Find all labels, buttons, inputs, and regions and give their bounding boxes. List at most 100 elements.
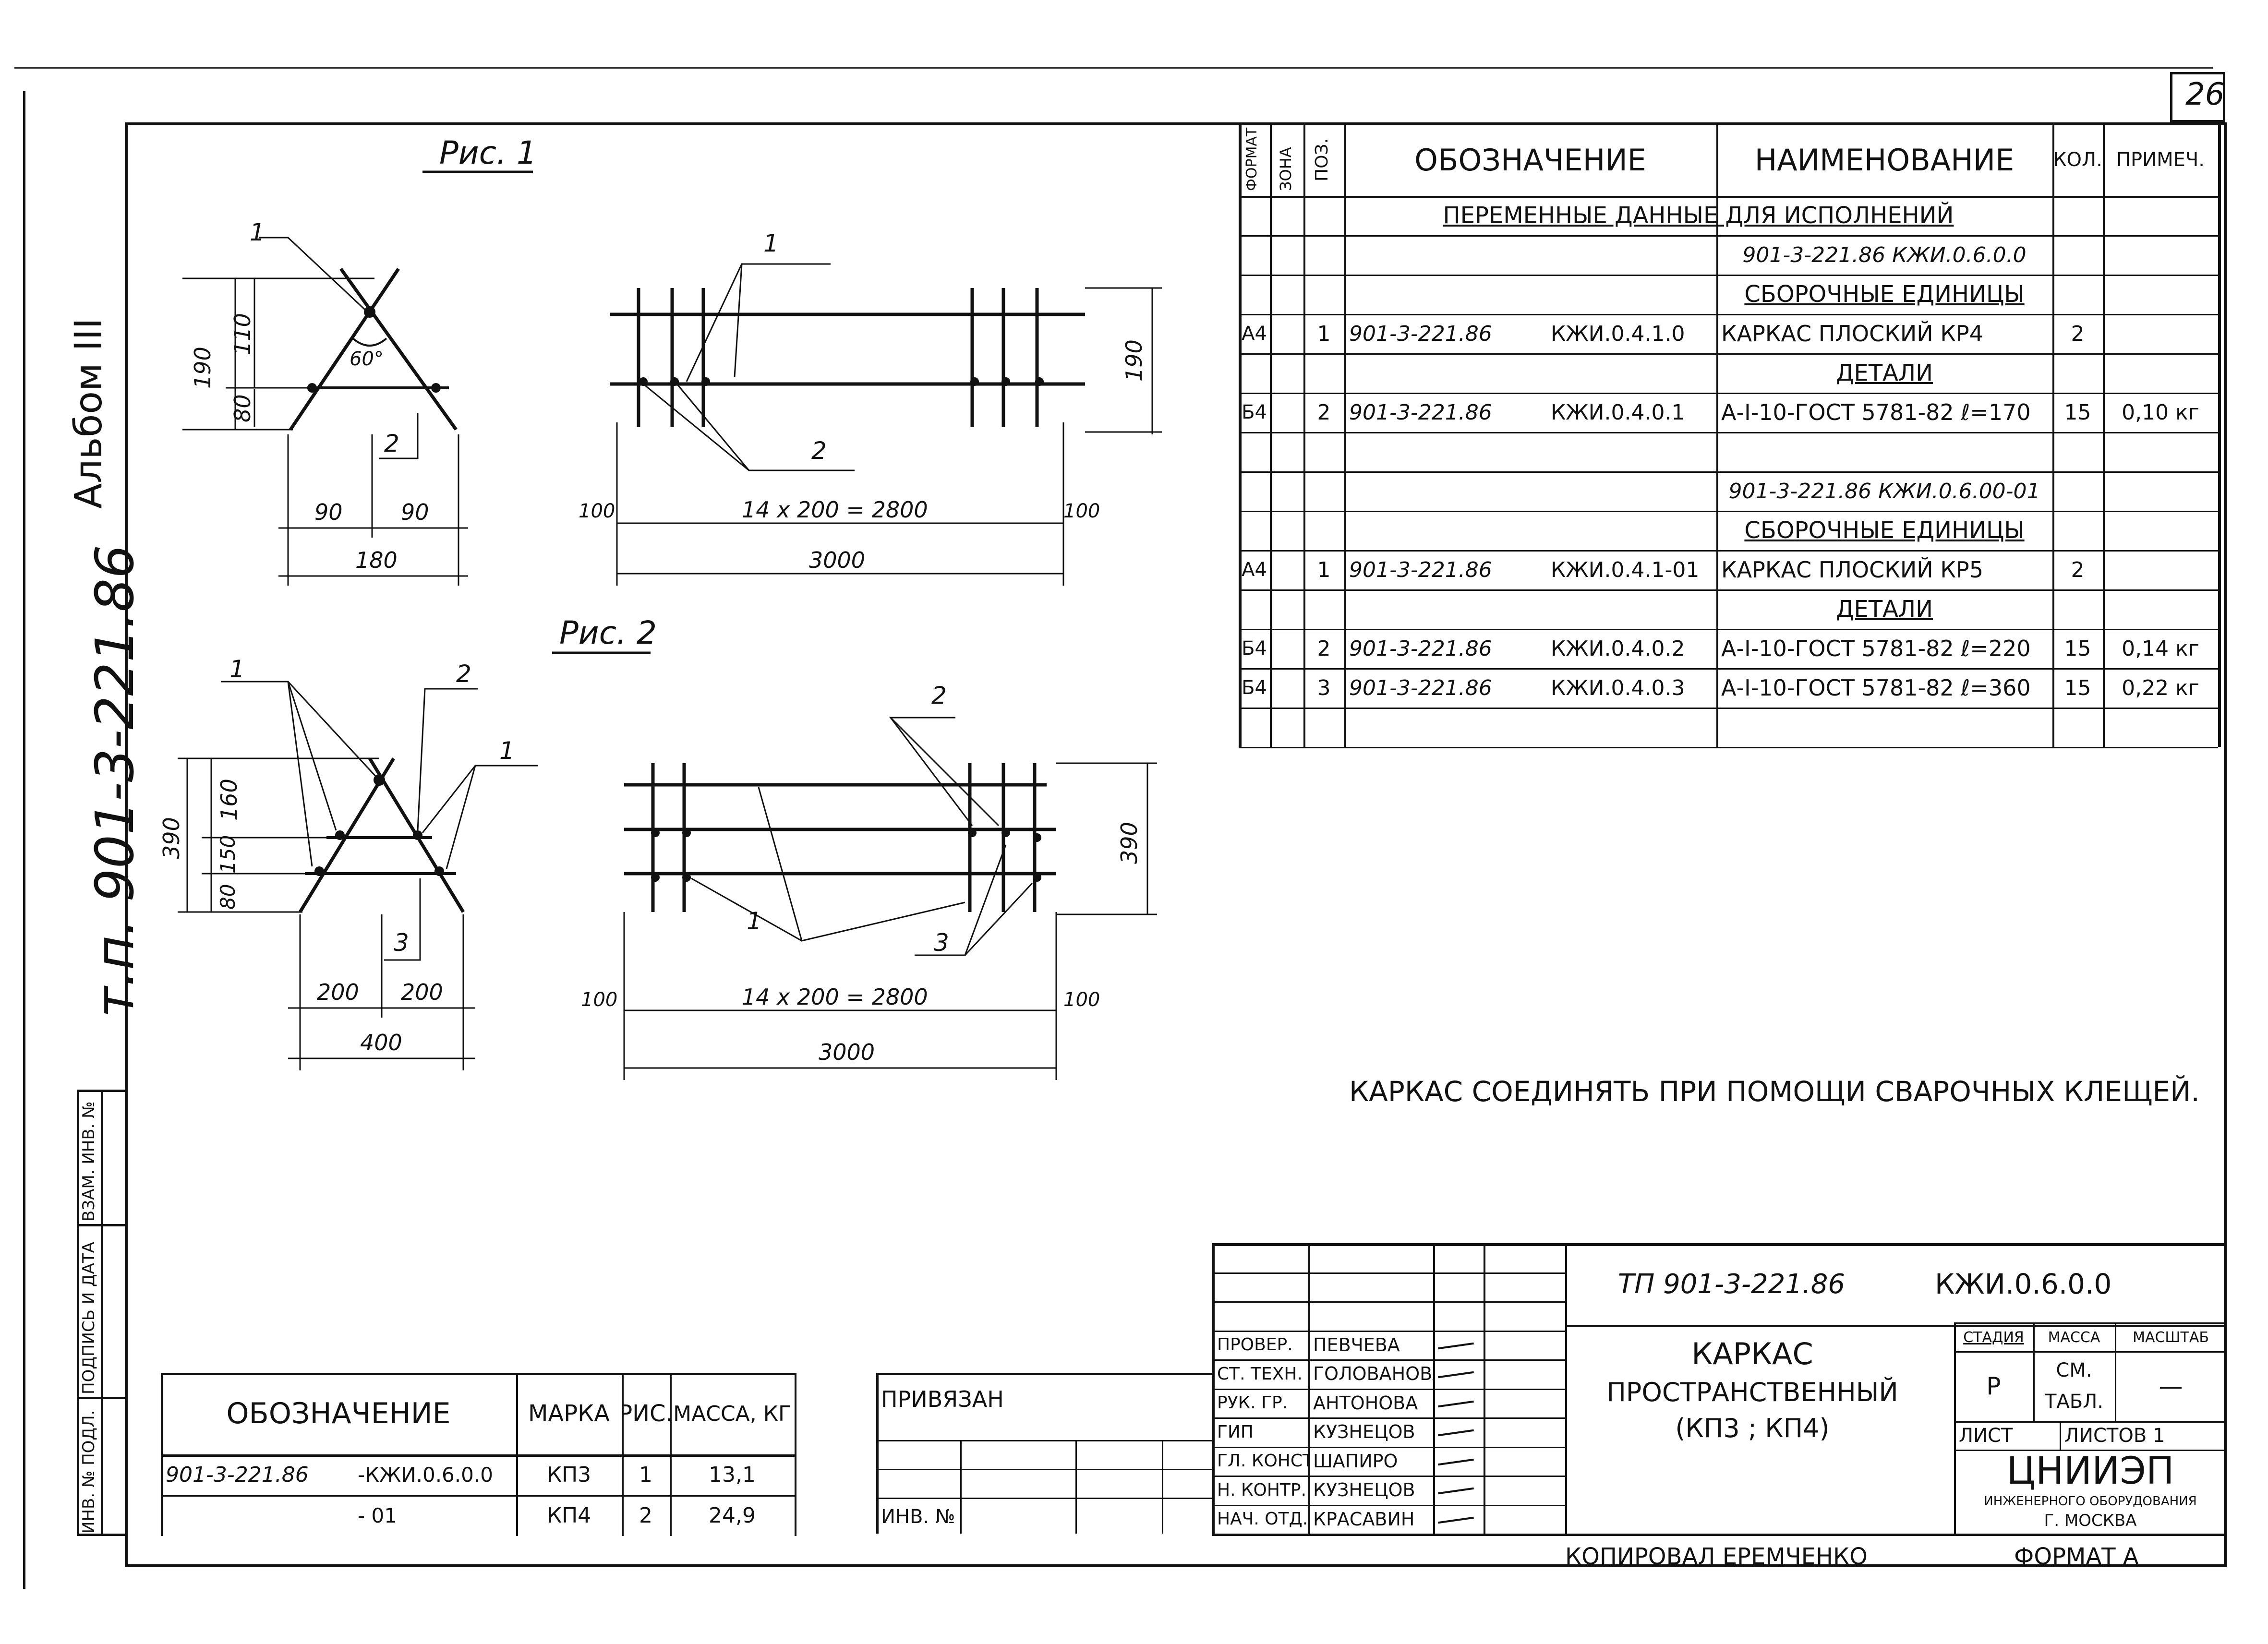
spec-cell-code: КЖИ.0.4.1.0	[1551, 321, 1685, 346]
spec-cell-format: Б4	[1242, 637, 1267, 660]
spec-cell-note: 0,22 кг	[2122, 675, 2199, 700]
left-trim-line	[23, 91, 25, 1589]
title-sheets-label: Листов 1	[2064, 1425, 2165, 1447]
spec-section-heading: Детали	[1836, 360, 1933, 386]
spec-row-line	[1239, 708, 2218, 709]
title-stage-col2	[2033, 1322, 2035, 1421]
title-top	[1212, 1243, 2227, 1246]
title-stage-top	[1954, 1322, 2227, 1324]
mass-col-line	[795, 1373, 796, 1536]
title-bottom	[1212, 1534, 2227, 1536]
title-scale-label: Масштаб	[2133, 1329, 2209, 1346]
binding-col-line	[1162, 1440, 1163, 1534]
title-row-line	[1212, 1446, 1565, 1448]
title-org-city: г. Москва	[2044, 1511, 2137, 1530]
fig1-dim-80: 80	[229, 394, 255, 422]
mass-cell-mass: 24,9	[709, 1503, 756, 1528]
mass-top-line	[161, 1373, 795, 1375]
mass-cell-mark: КП3	[546, 1463, 591, 1487]
title-stage-label: Стадия	[1963, 1329, 2024, 1346]
fig1-elevation-dims	[616, 263, 1162, 586]
title-col-line	[1565, 1243, 1567, 1534]
title-person-name: Голованова	[1313, 1363, 1433, 1385]
fig1-elev-dim-100a: 100	[579, 500, 615, 522]
spec-col-line	[1239, 124, 1242, 747]
spec-section-heading: Переменные данные для исполнений	[1443, 202, 1954, 229]
mass-col-line	[622, 1373, 624, 1536]
spec-cell-designation: 901-3-221.86	[1349, 400, 1492, 425]
fig2-dim-80: 80	[216, 884, 240, 910]
mass-header-mass: Масса, кг	[673, 1401, 791, 1426]
fig1-dim-110: 110	[229, 313, 255, 355]
spec-header-note: Примеч.	[2116, 149, 2205, 171]
title-stage-header-line	[1954, 1351, 2227, 1353]
title-person-role: Ст. техн.	[1217, 1364, 1303, 1384]
spec-cell-pos: 3	[1317, 675, 1331, 700]
binding-top	[876, 1373, 1212, 1375]
mass-row-line	[161, 1495, 795, 1497]
spec-col-line	[1716, 124, 1718, 747]
title-row-line	[1212, 1417, 1565, 1419]
title-doc-divider	[1565, 1325, 2227, 1327]
fig1-elev-dim-spacing: 14 x 200 = 2800	[742, 497, 928, 523]
fig1-dim-90a: 90	[314, 499, 343, 525]
title-person-role: Рук. гр.	[1217, 1393, 1288, 1413]
fig1-elev-leader2: 2	[811, 437, 827, 465]
spec-cell-name: Каркас плоский КР4	[1721, 321, 1984, 347]
mass-cell-code: -КЖИ.0.6.0.0	[358, 1463, 493, 1487]
spec-cell-format: Б4	[1242, 401, 1267, 423]
mass-cell-mass: 13,1	[709, 1463, 756, 1487]
spec-header-line	[1239, 196, 2218, 198]
spec-col-line	[2103, 124, 2105, 747]
fig2-dim-160: 160	[216, 779, 242, 821]
spec-cell-qty: 15	[2064, 636, 2091, 661]
fig2-dim-200b: 200	[401, 979, 443, 1005]
mass-col-line	[161, 1373, 163, 1536]
spec-cell-name: А-I-10-ГОСТ 5781-82 ℓ=220	[1721, 636, 2031, 661]
fig1-dim-180: 180	[355, 547, 398, 573]
fig2-elev-dim-390: 390	[1116, 822, 1142, 864]
spec-row-line	[1239, 471, 2218, 473]
mass-cell-code: - 01	[358, 1504, 397, 1527]
spec-row-line	[1239, 432, 2218, 433]
fig2-elev-dim-spacing: 14 x 200 = 2800	[742, 984, 928, 1010]
title-mass-value-2: табл.	[2044, 1391, 2104, 1413]
fig1-elev-dim-100b: 100	[1063, 500, 1100, 522]
fig2-dim-150: 150	[216, 835, 240, 874]
binding-col-line	[960, 1440, 962, 1534]
title-row-line	[1212, 1476, 1565, 1477]
title-person-name: Певчева	[1313, 1334, 1400, 1356]
fig1-sec-leader2: 2	[384, 430, 399, 457]
title-person-name: Кузнецов	[1313, 1421, 1415, 1443]
spec-cell-qty: 2	[2071, 557, 2085, 582]
title-stage-value: Р	[1986, 1372, 2001, 1400]
title-doc-code: КЖИ.0.6.0.0	[1935, 1268, 2112, 1300]
title-person-role: Нач. отд.	[1217, 1509, 1308, 1529]
fig2-section	[299, 757, 465, 913]
title-line3: (КП3 ; КП4)	[1675, 1413, 1830, 1443]
spec-header-qty: Кол.	[2053, 149, 2102, 171]
spec-col-line	[1270, 124, 1272, 747]
title-row-line	[1212, 1272, 1565, 1274]
title-person-name: Антонова	[1313, 1392, 1418, 1414]
spec-cell-code: КЖИ.0.4.0.1	[1551, 400, 1685, 425]
fig1-dim-190: 190	[190, 347, 216, 389]
binding-row-line	[876, 1498, 1212, 1499]
title-person-role: Гл. конст.	[1217, 1451, 1308, 1471]
mass-cell-designation: 901-3-221.86	[166, 1463, 309, 1487]
spec-section-heading: Детали	[1836, 596, 1933, 623]
mass-cell-fig: 1	[639, 1463, 652, 1487]
fig1-elev-leader1: 1	[763, 229, 779, 257]
title-stage-col	[1954, 1322, 1956, 1534]
mass-col-line	[516, 1373, 518, 1536]
title-stage-bottom	[1954, 1421, 2227, 1423]
spec-header-pos: Поз.	[1312, 138, 1332, 181]
title-person-role: Н. контр.	[1217, 1480, 1307, 1500]
spec-cell-qty: 15	[2064, 400, 2091, 425]
title-row-line	[1212, 1330, 1565, 1332]
spec-row-line	[1239, 629, 2218, 630]
title-org-sub: инженерного оборудования	[1984, 1494, 2197, 1509]
mass-col-line	[670, 1373, 672, 1536]
sheet-number-box	[2170, 72, 2225, 122]
